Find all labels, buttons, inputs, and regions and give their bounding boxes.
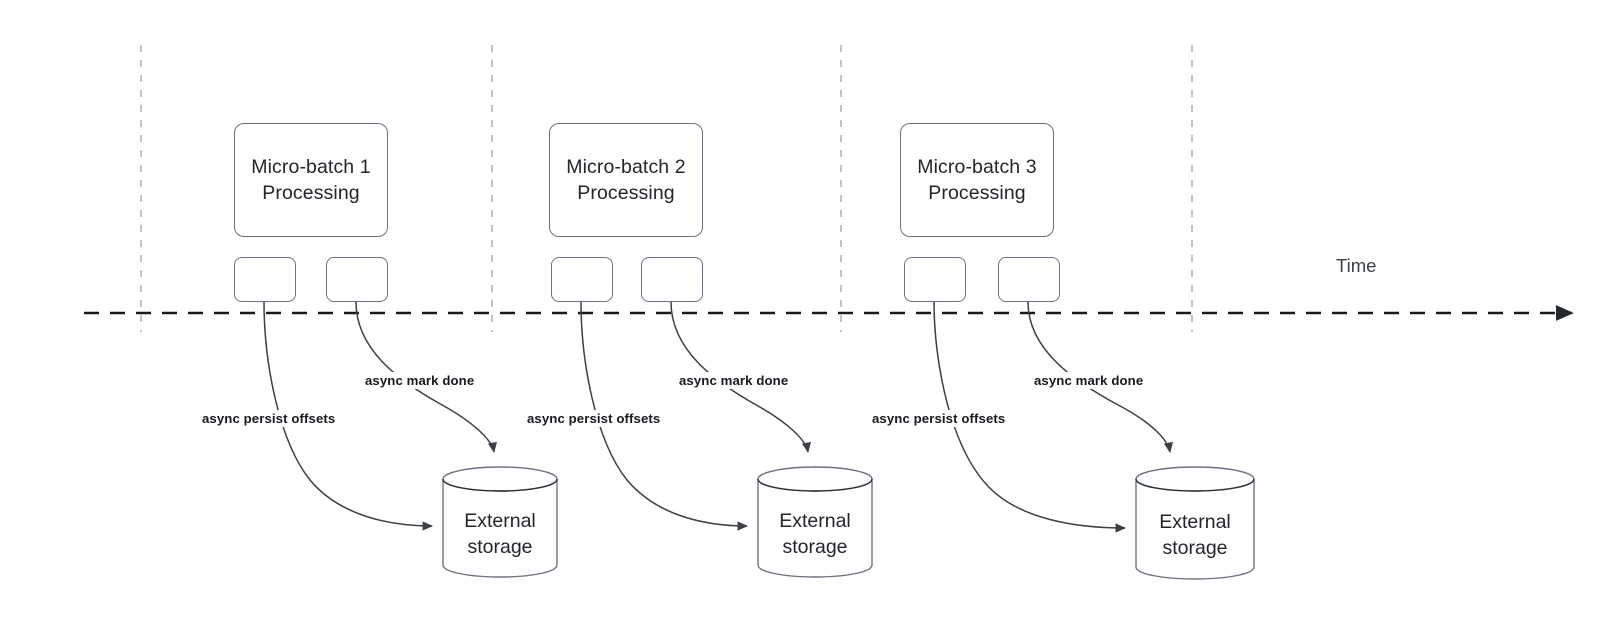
micro-batch-3-task-b[interactable] bbox=[998, 257, 1060, 302]
micro-batch-3-process-box[interactable]: Micro-batch 3 Processing bbox=[900, 123, 1054, 237]
micro-batch-3-task-a[interactable] bbox=[904, 257, 966, 302]
micro-batch-1-task-a[interactable] bbox=[234, 257, 296, 302]
edge-label-persist-offsets-3: async persist offsets bbox=[869, 410, 1009, 427]
micro-batch-2-process-box[interactable]: Micro-batch 2 Processing bbox=[549, 123, 703, 237]
edge-label-mark-done-1: async mark done bbox=[362, 372, 478, 389]
micro-batch-2-process-label: Micro-batch 2 Processing bbox=[566, 156, 686, 204]
edge-label-mark-done-3: async mark done bbox=[1031, 372, 1147, 389]
micro-batch-2-task-a[interactable] bbox=[551, 257, 613, 302]
edge-label-persist-offsets-1: async persist offsets bbox=[199, 410, 339, 427]
external-storage-1[interactable]: External storage bbox=[442, 466, 558, 578]
micro-batch-1-task-b[interactable] bbox=[326, 257, 388, 302]
micro-batch-2-task-b[interactable] bbox=[641, 257, 703, 302]
micro-batch-1-process-box[interactable]: Micro-batch 1 Processing bbox=[234, 123, 388, 237]
edge-label-persist-offsets-2: async persist offsets bbox=[524, 410, 664, 427]
cylinder-shape-icon bbox=[757, 466, 873, 578]
cylinder-shape-icon bbox=[1135, 466, 1255, 580]
micro-batch-3-process-label: Micro-batch 3 Processing bbox=[917, 156, 1037, 204]
external-storage-2[interactable]: External storage bbox=[757, 466, 873, 578]
time-axis-label: Time bbox=[1336, 255, 1377, 276]
micro-batch-1-process-label: Micro-batch 1 Processing bbox=[251, 156, 371, 204]
external-storage-3[interactable]: External storage bbox=[1135, 466, 1255, 580]
edge-label-mark-done-2: async mark done bbox=[676, 372, 792, 389]
cylinder-shape-icon bbox=[442, 466, 558, 578]
